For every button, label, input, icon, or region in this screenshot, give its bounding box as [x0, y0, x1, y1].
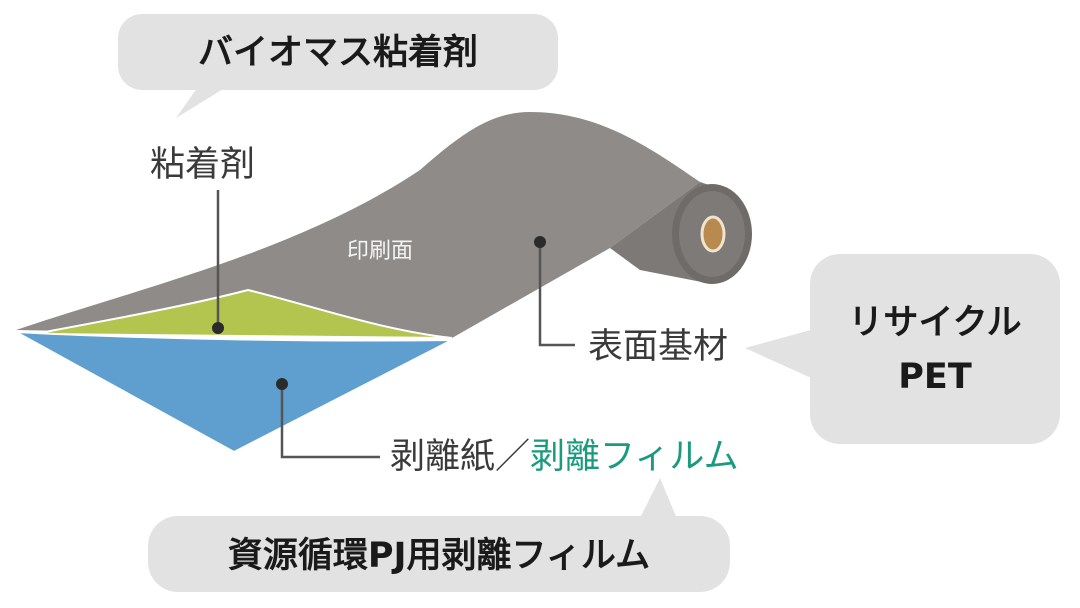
dot-release	[276, 378, 288, 390]
label-print-surface: 印刷面	[347, 239, 413, 264]
label-release-paper: 剥離紙／	[390, 437, 530, 477]
film-roll	[16, 112, 752, 338]
bubble-biomass-adhesive: バイオマス粘着剤	[118, 14, 558, 118]
adhesive-layer	[33, 288, 453, 339]
dot-adhesive	[212, 322, 224, 334]
label-release-film: 剥離フィルム	[530, 437, 739, 477]
roll-core	[700, 215, 726, 253]
bubble-right-line2: PET	[898, 357, 972, 397]
release-liner-layer	[15, 331, 453, 454]
leader-line-release	[280, 384, 380, 459]
surface-base-sheet	[16, 112, 700, 338]
leader-line-base	[538, 242, 575, 347]
bubble-right-line1: リサイクル	[848, 303, 1021, 343]
bubble-recycled-pet: リサイクル PET	[745, 254, 1060, 444]
bubble-release-film-project: 資源循環PJ用剥離フィルム	[148, 478, 730, 592]
bubble-bottom-text: 資源循環PJ用剥離フィルム	[228, 536, 650, 576]
dot-base	[534, 236, 546, 248]
label-adhesive: 粘着剤	[150, 145, 255, 185]
bubble-top-text: バイオマス粘着剤	[198, 33, 478, 73]
label-release-line: 剥離紙／剥離フィルム	[390, 437, 739, 477]
label-base-material: 表面基材	[588, 327, 728, 367]
